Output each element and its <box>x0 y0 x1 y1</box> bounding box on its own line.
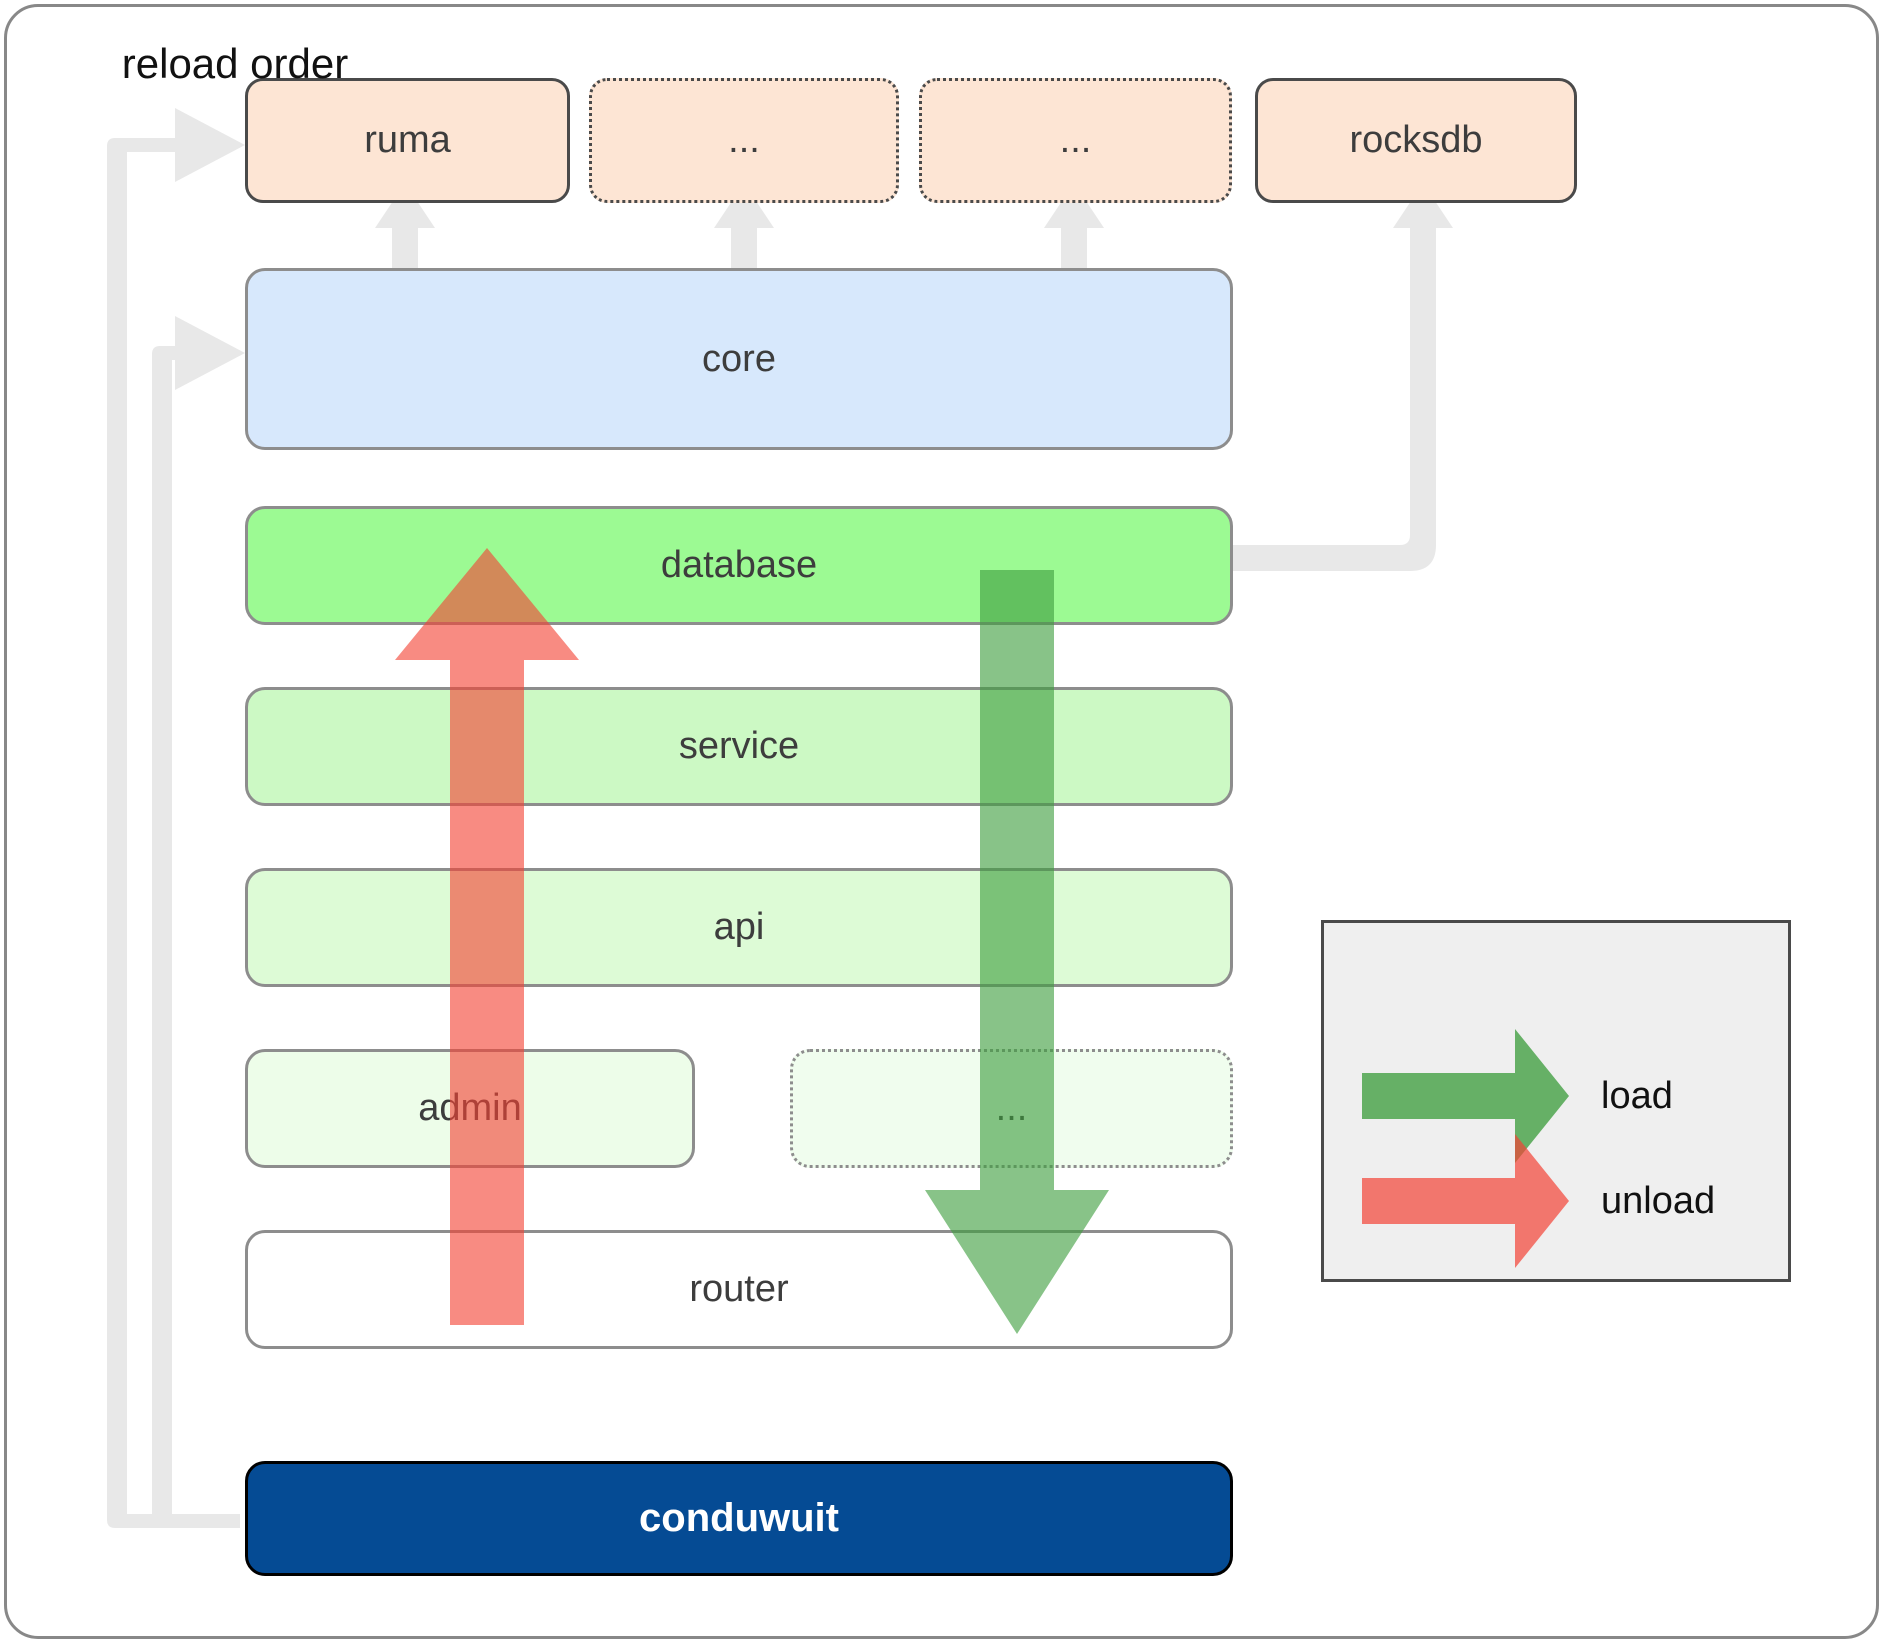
legend-title: reload order <box>121 40 349 87</box>
link-conduwuit-to-ruma <box>107 108 245 1528</box>
link-core-to-dep2 <box>714 183 774 275</box>
load-arrow <box>925 570 1109 1334</box>
link-conduwuit-to-core <box>152 316 245 1528</box>
link-database-to-rocksdb <box>1232 183 1453 571</box>
link-core-to-ruma <box>375 183 435 275</box>
legend-entry-load-label: load <box>1601 1075 1673 1117</box>
link-core-to-dep3 <box>1044 183 1104 275</box>
legend-entry-unload-label: unload <box>1601 1180 1716 1222</box>
legend-unload-arrow <box>1362 1134 1569 1268</box>
unload-arrow <box>395 548 579 1325</box>
stack-layer-database[interactable]: database <box>245 506 1233 625</box>
legend-load-arrow <box>1362 1029 1569 1163</box>
dep-node-ruma[interactable]: ruma <box>245 78 570 203</box>
stack-layer-api[interactable]: api <box>245 868 1233 987</box>
